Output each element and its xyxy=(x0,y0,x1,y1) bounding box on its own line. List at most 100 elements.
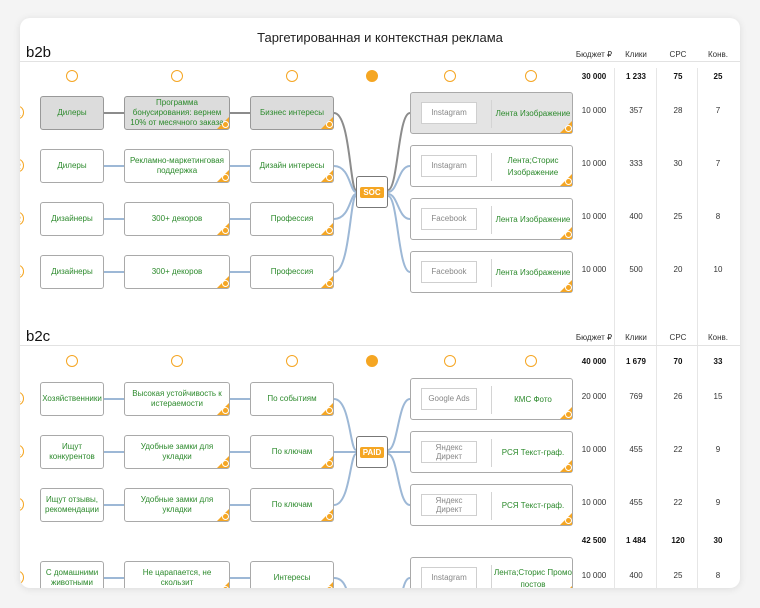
platform-label: Instagram xyxy=(421,155,477,177)
audience-node[interactable]: Ищут конкурентов xyxy=(40,435,104,469)
offer-label: Рекламно-маркетинговая поддержка xyxy=(129,156,225,175)
level-circle[interactable] xyxy=(525,355,537,367)
offer-node[interactable]: 300+ декоров xyxy=(124,255,230,289)
audience-label: С домашними животными xyxy=(45,568,99,587)
audience-node[interactable]: Дизайнеры xyxy=(40,255,104,289)
level-circle-active[interactable] xyxy=(366,355,378,367)
targeting-node[interactable]: Профессия xyxy=(250,255,334,289)
offer-label: Не царапается, не скользит xyxy=(142,568,212,587)
targeting-node[interactable]: Интересы xyxy=(250,561,334,588)
audience-node[interactable]: Дилеры xyxy=(40,96,104,130)
mind-map-card: Таргетированная и контекстная реклама b2… xyxy=(20,18,740,588)
header-clicks: Клики xyxy=(625,50,647,59)
level-circle[interactable] xyxy=(66,355,78,367)
hub-node-soc[interactable]: SOC xyxy=(356,176,388,208)
edit-corner-icon[interactable] xyxy=(560,121,572,133)
offer-node[interactable]: Программа бонусирования: вернем 10% от м… xyxy=(124,96,230,130)
level-circle[interactable] xyxy=(171,355,183,367)
offer-label: 300+ декоров xyxy=(151,267,203,276)
edit-corner-icon[interactable] xyxy=(560,280,572,292)
section-label-b2b: b2b xyxy=(26,44,52,61)
offer-label: 300+ декоров xyxy=(151,214,203,223)
targeting-node[interactable]: По ключам xyxy=(250,435,334,469)
offer-node[interactable]: Удобные замки для укладки xyxy=(124,435,230,469)
divider xyxy=(491,492,492,520)
format-label: Лента;Сторис Изображение xyxy=(507,156,559,177)
level-circle[interactable] xyxy=(444,355,456,367)
targeting-node[interactable]: Профессия xyxy=(250,202,334,236)
total-clicks: 1 484 xyxy=(625,536,647,545)
edit-corner-icon[interactable] xyxy=(217,582,229,588)
offer-node[interactable]: 300+ декоров xyxy=(124,202,230,236)
edit-corner-icon[interactable] xyxy=(321,403,333,415)
total-conv: 33 xyxy=(713,357,723,366)
audience-label: Дилеры xyxy=(57,161,87,170)
edit-corner-icon[interactable] xyxy=(321,509,333,521)
edit-corner-icon[interactable] xyxy=(560,513,572,525)
row-budget: 10 000 xyxy=(581,159,607,168)
row-conv: 9 xyxy=(715,445,721,454)
platform-label: Яндекс Директ xyxy=(421,494,477,516)
row-budget: 20 000 xyxy=(581,392,607,401)
total-conv: 30 xyxy=(713,536,723,545)
edit-corner-icon[interactable] xyxy=(560,227,572,239)
level-circle[interactable] xyxy=(444,70,456,82)
edit-corner-icon[interactable] xyxy=(321,582,333,588)
edit-corner-icon[interactable] xyxy=(321,170,333,182)
edit-corner-icon[interactable] xyxy=(217,117,229,129)
edit-corner-icon[interactable] xyxy=(560,407,572,419)
row-conv: 7 xyxy=(715,159,721,168)
level-circle[interactable] xyxy=(171,70,183,82)
targeting-node[interactable]: По ключам xyxy=(250,488,334,522)
audience-node[interactable]: Дилеры xyxy=(40,149,104,183)
targeting-label: По ключам xyxy=(271,447,313,456)
edit-corner-icon[interactable] xyxy=(217,509,229,521)
targeting-label: Интересы xyxy=(273,573,311,582)
offer-node[interactable]: Удобные замки для укладки xyxy=(124,488,230,522)
total-cpc: 75 xyxy=(673,72,683,81)
level-circle[interactable] xyxy=(286,70,298,82)
format-label: Лента Изображение xyxy=(495,215,571,224)
offer-node[interactable]: Высокая устойчивость к истераемости xyxy=(124,382,230,416)
edit-corner-icon[interactable] xyxy=(217,403,229,415)
edit-corner-icon[interactable] xyxy=(321,456,333,468)
platform-label: Яндекс Директ xyxy=(421,441,477,463)
row-budget: 10 000 xyxy=(581,106,607,115)
edit-corner-icon[interactable] xyxy=(321,276,333,288)
level-circle-active[interactable] xyxy=(366,70,378,82)
level-circle[interactable] xyxy=(525,70,537,82)
page-title: Таргетированная и контекстная реклама xyxy=(257,30,503,45)
total-clicks: 1 233 xyxy=(625,72,647,81)
audience-node[interactable]: С домашними животными xyxy=(40,561,104,588)
offer-node[interactable]: Не царапается, не скользит xyxy=(124,561,230,588)
edit-corner-icon[interactable] xyxy=(321,223,333,235)
row-clicks: 500 xyxy=(629,265,643,274)
edit-corner-icon[interactable] xyxy=(217,456,229,468)
audience-node[interactable]: Ищут отзывы, рекомендации xyxy=(40,488,104,522)
edit-corner-icon[interactable] xyxy=(217,170,229,182)
edit-corner-icon[interactable] xyxy=(560,586,572,588)
edit-corner-icon[interactable] xyxy=(560,460,572,472)
audience-node[interactable]: Дизайнеры xyxy=(40,202,104,236)
edit-corner-icon[interactable] xyxy=(217,276,229,288)
row-conv: 7 xyxy=(715,106,721,115)
audience-node[interactable]: Хозяйственники xyxy=(40,382,104,416)
level-circle[interactable] xyxy=(286,355,298,367)
targeting-node[interactable]: Бизнес интересы xyxy=(250,96,334,130)
level-circle[interactable] xyxy=(66,70,78,82)
edit-corner-icon[interactable] xyxy=(321,117,333,129)
edit-corner-icon[interactable] xyxy=(217,223,229,235)
placement-node[interactable]: Instagram Лента;Сторис Изображение xyxy=(410,145,573,187)
targeting-node[interactable]: Дизайн интересы xyxy=(250,149,334,183)
edit-corner-icon[interactable] xyxy=(560,174,572,186)
offer-node[interactable]: Рекламно-маркетинговая поддержка xyxy=(124,149,230,183)
hub-node-paid[interactable]: PAID xyxy=(356,436,388,468)
targeting-node[interactable]: По событиям xyxy=(250,382,334,416)
